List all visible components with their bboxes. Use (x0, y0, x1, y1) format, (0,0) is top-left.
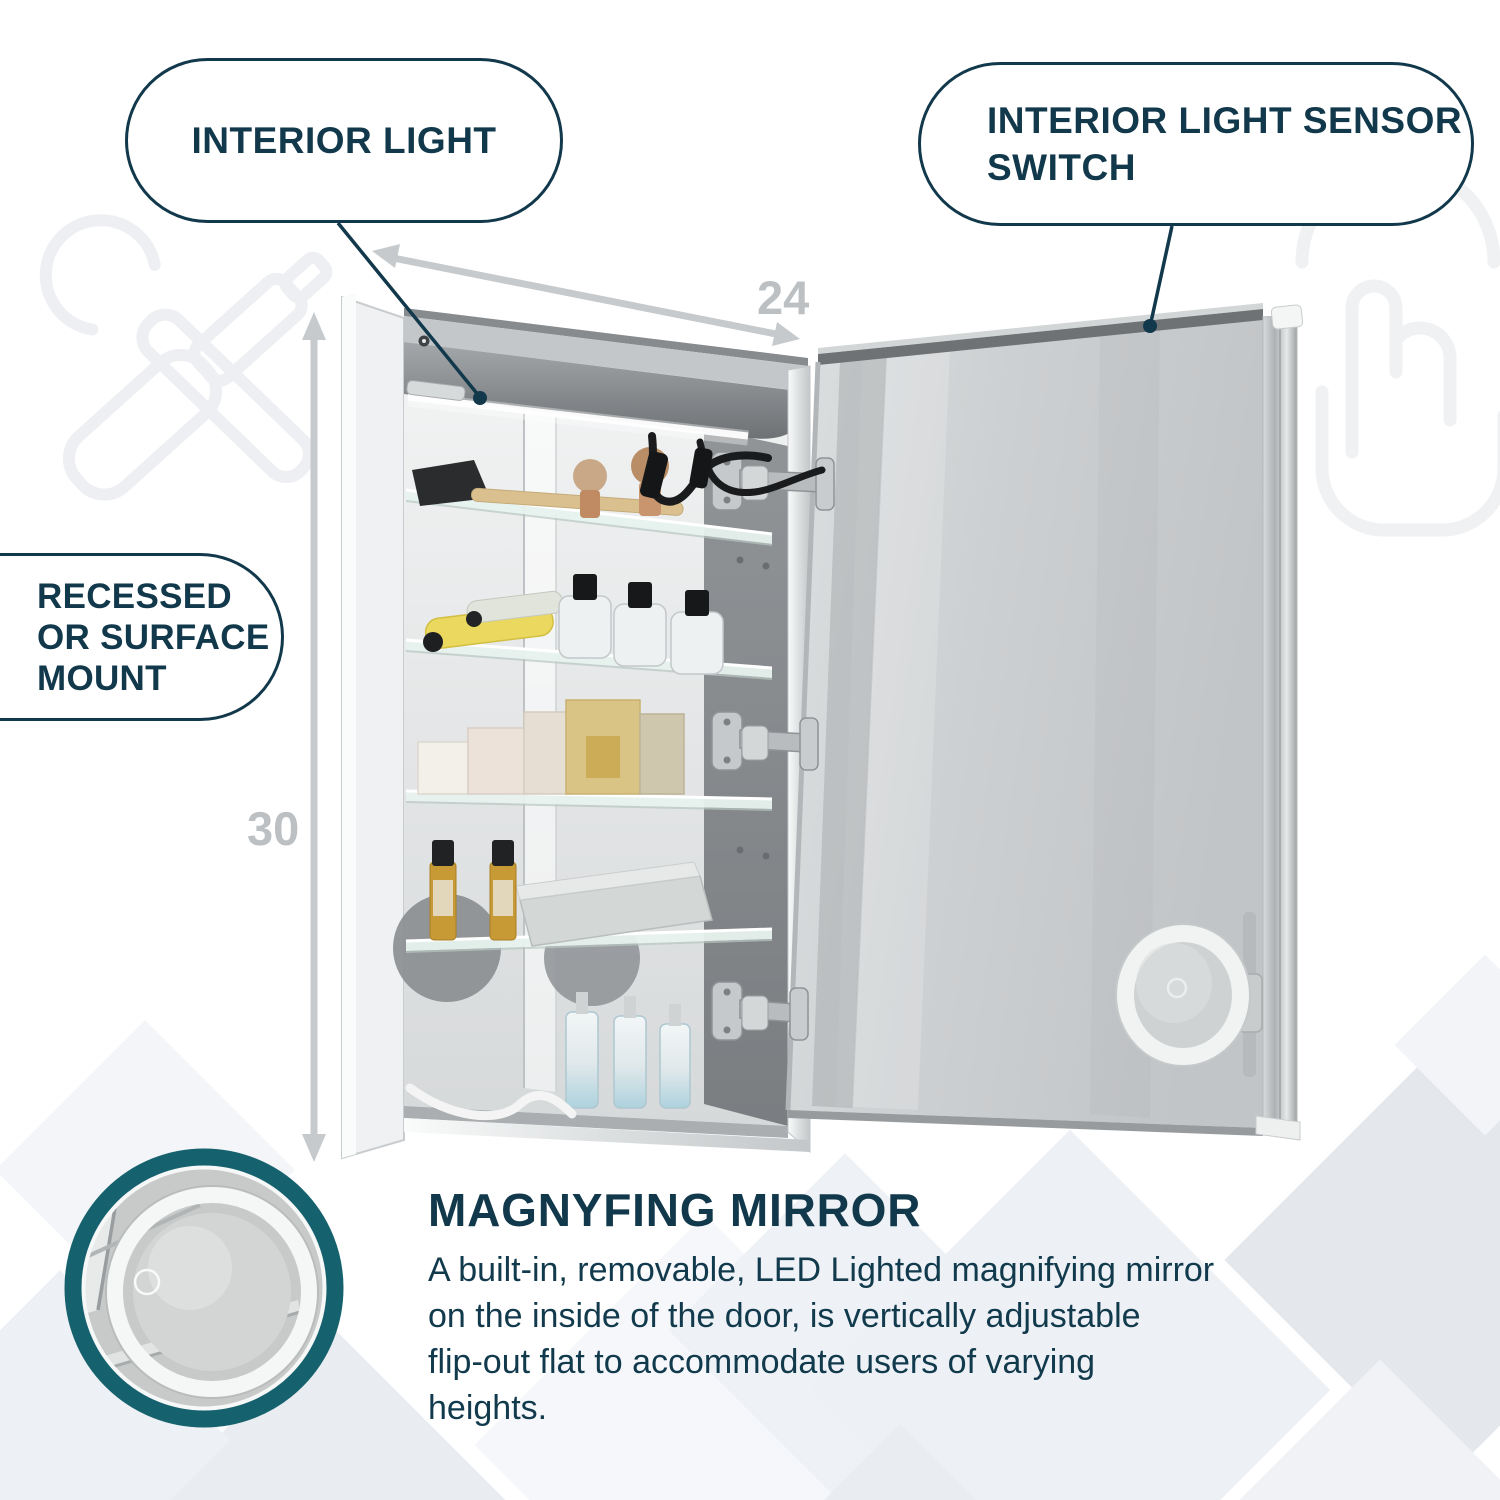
callout-mount-line2: OR SURFACE (37, 617, 270, 657)
door-magnifying-mirror (1115, 923, 1251, 1067)
feature-description-line: on the inside of the door, is vertically… (428, 1297, 1141, 1335)
width-dimension-label: 24 (757, 271, 810, 324)
cabinet (341, 293, 811, 1160)
callout-sensor-switch-line2: SWITCH (987, 147, 1136, 188)
power-cable (405, 1083, 577, 1121)
feature-description-line: flip-out flat to accommodate users of va… (428, 1343, 1096, 1381)
cosmetic-boxes (417, 699, 685, 795)
interior-light-strip (406, 380, 749, 446)
feature-heading: MAGNYFING MIRROR (428, 1184, 922, 1236)
callout-interior-light-label: INTERIOR LIGHT (191, 119, 497, 161)
callout-sensor-switch: INTERIOR LIGHT SENSOR SWITCH (918, 62, 1474, 226)
feature-description-line: A built-in, removable, LED Lighted magni… (428, 1251, 1215, 1289)
callout-leader-lines (336, 221, 1174, 405)
perfume-bottles (423, 574, 724, 675)
screwdriver-wrench-icon (39, 214, 333, 501)
dimension-arrows (302, 244, 800, 1162)
magnifying-mirror-inset (64, 1148, 344, 1428)
cables (640, 432, 826, 506)
callout-mount-type: RECESSED OR SURFACE MOUNT (0, 553, 284, 721)
glass-shelves (405, 488, 773, 953)
callout-interior-light: INTERIOR LIGHT (125, 58, 563, 223)
feature-description-line: heights. (428, 1389, 548, 1427)
callout-mount-line1: RECESSED (37, 576, 232, 616)
cabinet-door (785, 303, 1304, 1141)
callout-sensor-switch-line1: INTERIOR LIGHT SENSOR (987, 100, 1463, 141)
height-dimension-label: 30 (247, 802, 300, 855)
skincare-pumps (565, 992, 691, 1109)
feature-description: A built-in, removable, LED Lighted magni… (428, 1247, 1214, 1431)
callout-mount-line3: MOUNT (37, 658, 167, 698)
amber-bottles-box (429, 840, 713, 947)
